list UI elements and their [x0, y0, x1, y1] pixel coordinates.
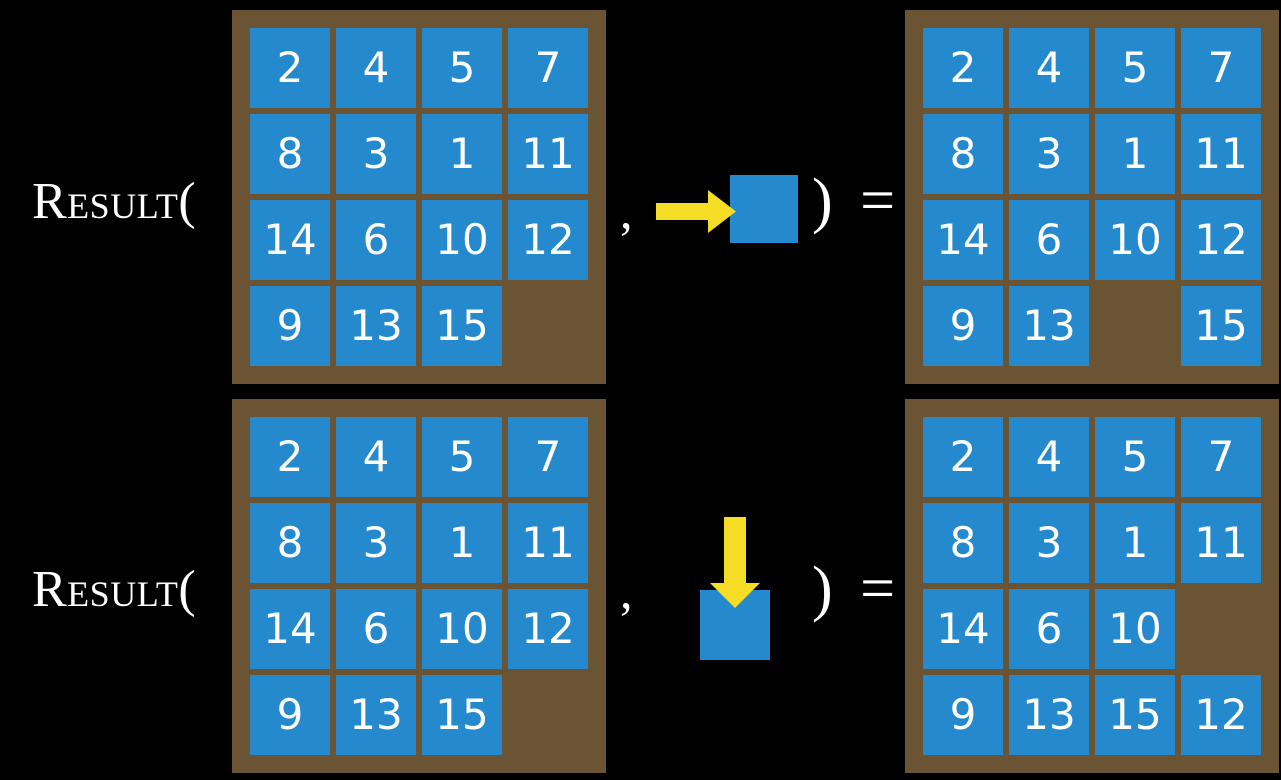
tile[interactable]: 1	[1095, 503, 1175, 583]
tile[interactable]: 7	[508, 28, 588, 108]
board-grid: 2 4 5 7 8 3 1 11 14 6 10 12 9 13 15	[923, 28, 1261, 366]
tile[interactable]: 6	[1009, 200, 1089, 280]
empty-slot	[508, 675, 588, 755]
tile[interactable]: 4	[1009, 417, 1089, 497]
input-board-row-2: 2 4 5 7 8 3 1 11 14 6 10 12 9 13 15	[232, 399, 606, 773]
tile[interactable]: 15	[422, 675, 502, 755]
tile[interactable]: 5	[422, 417, 502, 497]
tile[interactable]: 2	[250, 417, 330, 497]
board-grid: 2 4 5 7 8 3 1 11 14 6 10 12 9 13 15	[250, 28, 588, 366]
tile[interactable]: 6	[1009, 589, 1089, 669]
tile[interactable]: 13	[336, 286, 416, 366]
arrow-down-icon	[710, 517, 760, 608]
tile[interactable]: 10	[422, 200, 502, 280]
tile[interactable]: 5	[422, 28, 502, 108]
board-grid: 2 4 5 7 8 3 1 11 14 6 10 9 13 15 12	[923, 417, 1261, 755]
tile[interactable]: 2	[250, 28, 330, 108]
board-grid: 2 4 5 7 8 3 1 11 14 6 10 12 9 13 15	[250, 417, 588, 755]
tile[interactable]: 15	[1095, 675, 1175, 755]
tile[interactable]: 8	[923, 114, 1003, 194]
tile[interactable]: 7	[508, 417, 588, 497]
tile[interactable]: 7	[1181, 417, 1261, 497]
tile[interactable]: 13	[1009, 286, 1089, 366]
tile[interactable]: 9	[250, 286, 330, 366]
comma-separator-row-2: ,	[620, 563, 633, 619]
tile[interactable]: 6	[336, 200, 416, 280]
operand-row-1	[650, 170, 810, 260]
tile[interactable]: 15	[1181, 286, 1261, 366]
tile[interactable]: 2	[923, 28, 1003, 108]
tile[interactable]: 8	[923, 503, 1003, 583]
tile[interactable]: 12	[508, 200, 588, 280]
tile[interactable]: 11	[1181, 503, 1261, 583]
tile[interactable]: 3	[1009, 114, 1089, 194]
tile[interactable]: 8	[250, 114, 330, 194]
tile[interactable]: 12	[508, 589, 588, 669]
tile[interactable]: 10	[422, 589, 502, 669]
result-label-row-2: Result(	[32, 561, 197, 618]
close-paren-equals-row-2: ) =	[812, 555, 902, 623]
tile[interactable]: 1	[422, 503, 502, 583]
tile[interactable]: 10	[1095, 200, 1175, 280]
tile[interactable]: 13	[336, 675, 416, 755]
arrow-right-icon	[656, 190, 736, 233]
tile[interactable]: 4	[336, 28, 416, 108]
tile[interactable]: 4	[336, 417, 416, 497]
tile[interactable]: 11	[1181, 114, 1261, 194]
tile[interactable]: 14	[250, 589, 330, 669]
tile[interactable]: 13	[1009, 675, 1089, 755]
tile[interactable]: 5	[1095, 417, 1175, 497]
tile[interactable]: 12	[1181, 675, 1261, 755]
tile[interactable]: 15	[422, 286, 502, 366]
tile[interactable]: 8	[250, 503, 330, 583]
tile[interactable]: 14	[923, 200, 1003, 280]
tile[interactable]: 9	[923, 675, 1003, 755]
tile[interactable]: 1	[422, 114, 502, 194]
empty-slot	[1095, 286, 1175, 366]
empty-slot	[1181, 589, 1261, 669]
tile[interactable]: 1	[1095, 114, 1175, 194]
input-board-row-1: 2 4 5 7 8 3 1 11 14 6 10 12 9 13 15	[232, 10, 606, 384]
empty-slot	[508, 286, 588, 366]
tile[interactable]: 5	[1095, 28, 1175, 108]
close-paren-equals-row-1: ) =	[812, 167, 902, 235]
tile[interactable]: 9	[250, 675, 330, 755]
tile[interactable]: 9	[923, 286, 1003, 366]
tile[interactable]: 3	[336, 503, 416, 583]
tile[interactable]: 4	[1009, 28, 1089, 108]
tile[interactable]: 11	[508, 114, 588, 194]
tile[interactable]: 14	[250, 200, 330, 280]
tile[interactable]: 6	[336, 589, 416, 669]
tile[interactable]: 10	[1095, 589, 1175, 669]
tile[interactable]: 11	[508, 503, 588, 583]
tile[interactable]: 2	[923, 417, 1003, 497]
comma-separator-row-1: ,	[620, 183, 633, 239]
output-board-row-1: 2 4 5 7 8 3 1 11 14 6 10 12 9 13 15	[905, 10, 1279, 384]
result-label-row-1: Result(	[32, 173, 197, 230]
tile[interactable]: 12	[1181, 200, 1261, 280]
output-board-row-2: 2 4 5 7 8 3 1 11 14 6 10 9 13 15 12	[905, 399, 1279, 773]
tile[interactable]: 3	[1009, 503, 1089, 583]
tile[interactable]: 14	[923, 589, 1003, 669]
tile[interactable]: 7	[1181, 28, 1261, 108]
tile[interactable]: 3	[336, 114, 416, 194]
operand-row-2	[690, 505, 800, 675]
moving-tile[interactable]	[730, 175, 798, 243]
